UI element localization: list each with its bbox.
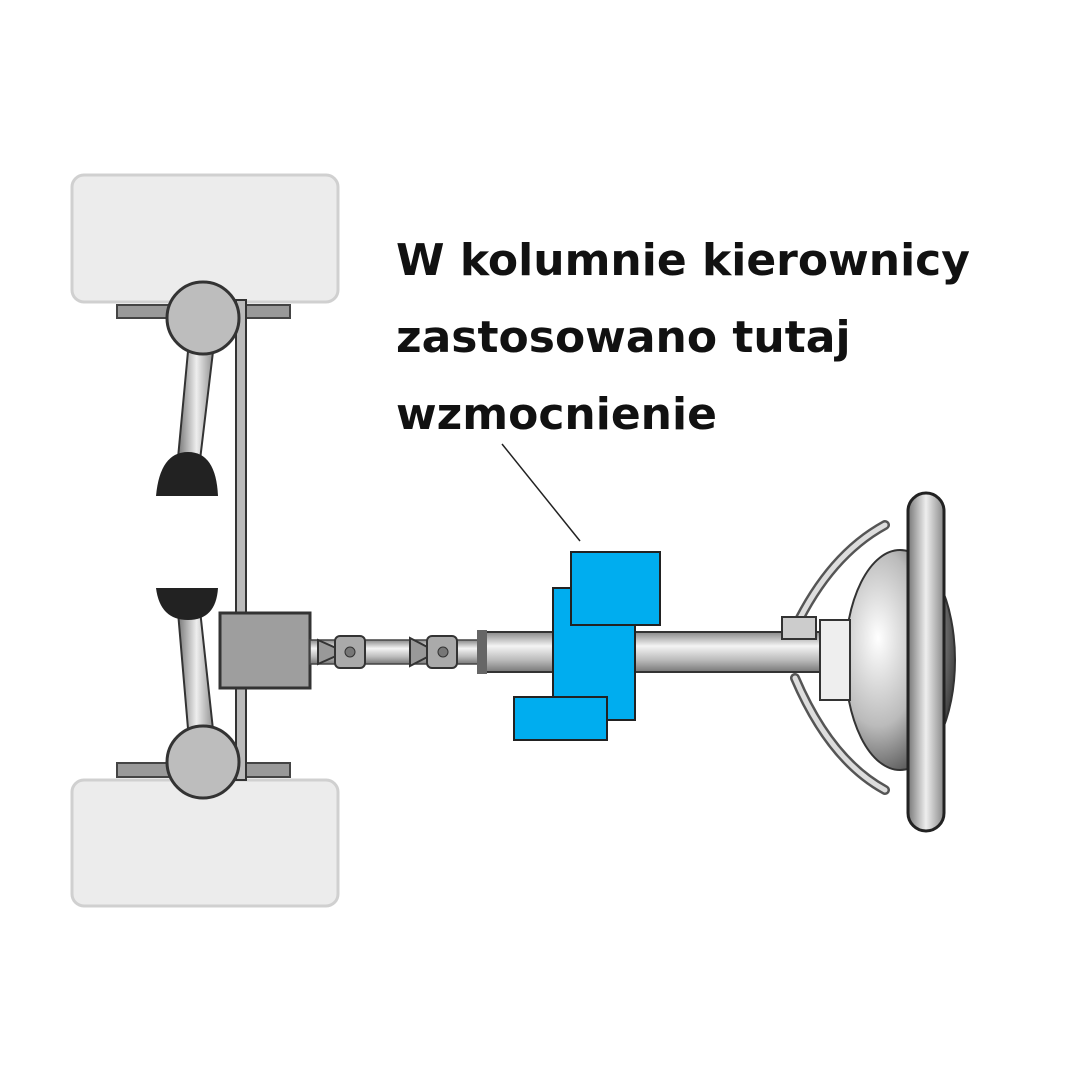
- annotation-leader-line: [501, 443, 581, 542]
- boot-bottom: [156, 588, 218, 620]
- steering-column: [484, 631, 826, 673]
- reinforcement-bracket: [513, 551, 661, 741]
- wheel-spoke-lower-inner: [792, 675, 888, 793]
- boot-top: [156, 452, 218, 496]
- universal-joint-1: [317, 635, 366, 669]
- tie-rod: [235, 299, 247, 781]
- kingpin-top: [165, 280, 241, 356]
- annotation-text: W kolumnie kierownicy zastosowano tutaj …: [396, 222, 970, 453]
- universal-joint-2: [409, 635, 458, 669]
- annotation-line-2: zastosowano tutaj: [396, 312, 851, 363]
- column-switch: [781, 616, 817, 640]
- hub-mount: [819, 619, 851, 701]
- wheel-spoke-upper-inner: [792, 522, 888, 631]
- column-collar: [477, 630, 487, 674]
- kingpin-bottom: [165, 724, 241, 800]
- annotation-line-3: wzmocnienie: [396, 389, 717, 440]
- steering-wheel-rim: [906, 491, 946, 833]
- annotation-line-1: W kolumnie kierownicy: [396, 235, 970, 286]
- steering-gear-box: [218, 611, 312, 690]
